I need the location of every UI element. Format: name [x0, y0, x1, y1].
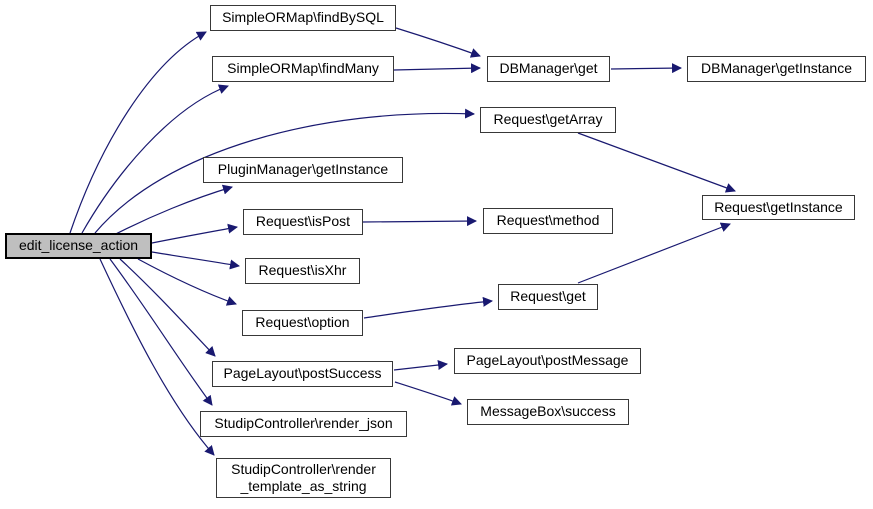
node-request_get[interactable]: Request\get	[498, 284, 598, 310]
node-studipcontroller_render_json[interactable]: StudipController\render_json	[200, 411, 407, 437]
node-request_isxhr[interactable]: Request\isXhr	[245, 258, 360, 284]
node-messagebox_success[interactable]: MessageBox\success	[467, 399, 629, 425]
edge-edit_license_action-to-studipcontroller_render_template	[99, 258, 215, 456]
edge-edit_license_action-to-request_isxhr	[151, 251, 240, 270]
edge-edit_license_action-to-request_option	[137, 258, 237, 306]
edge-request_get-to-request_getinstance	[577, 222, 731, 284]
node-request_method[interactable]: Request\method	[483, 208, 613, 234]
edge-simpleormap_findmany-to-dbmanager_get	[393, 63, 481, 74]
edge-edit_license_action-to-request_getarray	[94, 108, 475, 234]
edge-pagelayout_postsuccess-to-messagebox_success	[394, 381, 462, 406]
node-pagelayout_postsuccess[interactable]: PageLayout\postSuccess	[212, 361, 393, 387]
edge-edit_license_action-to-simpleormap_findmany	[81, 84, 229, 234]
edge-request_option-to-request_get	[363, 296, 493, 319]
node-pluginmanager_getinstance[interactable]: PluginManager\getInstance	[203, 157, 403, 183]
node-simpleormap_findmany[interactable]: SimpleORMap\findMany	[212, 56, 394, 82]
node-edit_license_action[interactable]: edit_license_action	[5, 233, 152, 259]
node-request_getinstance[interactable]: Request\getInstance	[702, 195, 855, 220]
edge-edit_license_action-to-pluginmanager_getinstance	[107, 184, 233, 239]
node-dbmanager_get[interactable]: DBManager\get	[487, 56, 610, 82]
node-request_getarray[interactable]: Request\getArray	[480, 107, 616, 133]
edge-request_ispost-to-request_method	[362, 216, 477, 227]
edge-simpleormap_findbysql-to-dbmanager_get	[395, 27, 481, 58]
node-studipcontroller_render_template[interactable]: StudipController\render _template_as_str…	[216, 458, 391, 498]
node-pagelayout_postmessage[interactable]: PageLayout\postMessage	[454, 348, 641, 374]
edge-edit_license_action-to-simpleormap_findbysql	[69, 31, 207, 234]
edge-edit_license_action-to-studipcontroller_render_json	[109, 258, 213, 406]
edge-request_getarray-to-request_getinstance	[577, 132, 736, 193]
edge-group	[69, 27, 736, 456]
node-request_option[interactable]: Request\option	[242, 310, 363, 336]
edge-dbmanager_get-to-dbmanager_getinstance	[610, 63, 682, 74]
node-dbmanager_getinstance[interactable]: DBManager\getInstance	[687, 56, 866, 82]
node-request_ispost[interactable]: Request\isPost	[243, 209, 363, 235]
edge-edit_license_action-to-request_ispost	[151, 223, 238, 244]
node-simpleormap_findbysql[interactable]: SimpleORMap\findBySQL	[210, 5, 396, 31]
edge-pagelayout_postsuccess-to-pagelayout_postmessage	[393, 360, 448, 371]
edge-edit_license_action-to-pagelayout_postsuccess	[119, 258, 216, 357]
